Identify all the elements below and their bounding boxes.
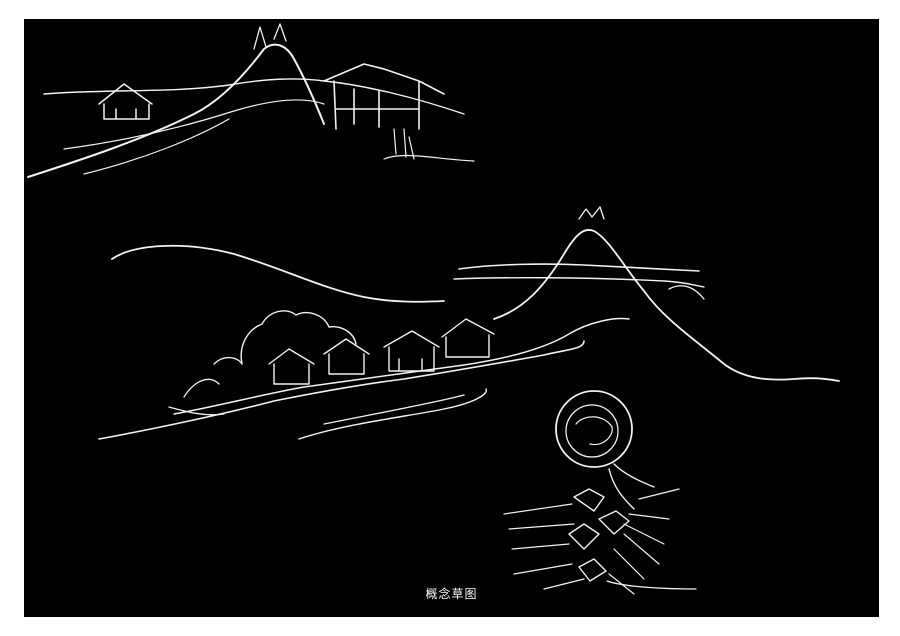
concept-diagram-sketch [503,390,697,595]
top-hillside-sketch [27,23,475,178]
sketch-board: 概念草图 [24,19,879,617]
concept-sketch-drawing [27,23,840,595]
middle-village-sketch [98,206,840,440]
sketch-caption: 概念草图 [425,587,478,601]
